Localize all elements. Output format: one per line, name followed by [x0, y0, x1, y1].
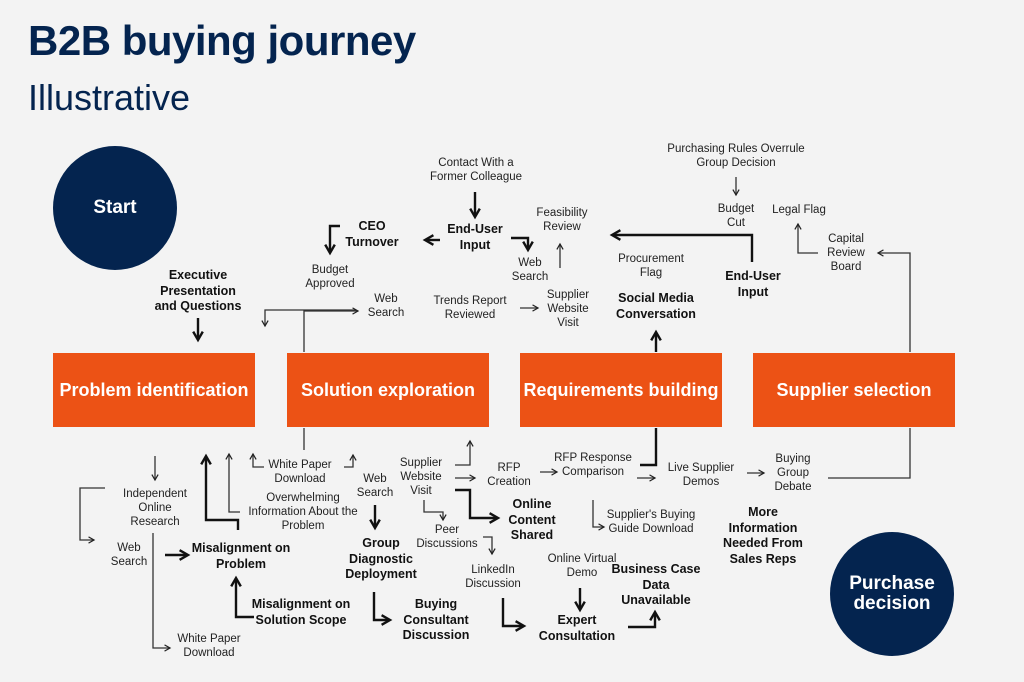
- purchase-decision-node: Purchase decision: [830, 532, 954, 656]
- node-trends-report: Trends Report Reviewed: [433, 295, 507, 321]
- node-social-media: Social Media Conversation: [616, 291, 696, 321]
- node-ceo-turnover: CEO Turnover: [345, 219, 399, 249]
- node-web-search-below: Web Search: [356, 473, 394, 499]
- node-executive-presentation: Executive Presentation and Questions: [154, 268, 242, 313]
- connector: [794, 222, 818, 254]
- node-capital-review: Capital Review Board: [827, 233, 865, 273]
- stage-supplier-selection: Supplier selection: [753, 353, 955, 427]
- connector: [455, 488, 501, 524]
- node-end-user-input-1: End-User Input: [447, 222, 503, 252]
- node-business-case: Business Case Data Unavailable: [611, 562, 701, 607]
- connector: [628, 609, 661, 629]
- node-procurement-flag: Procurement Flag: [618, 253, 684, 279]
- node-end-user-input-2: End-User Input: [725, 269, 781, 299]
- connector: [152, 533, 172, 652]
- connector: [876, 249, 911, 352]
- connector: [344, 453, 357, 468]
- node-online-demo: Online Virtual Demo: [547, 553, 617, 579]
- connector: [230, 575, 254, 619]
- node-legal-flag: Legal Flag: [772, 204, 826, 216]
- connector: [261, 309, 356, 328]
- node-buying-group-debate: Buying Group Debate: [774, 453, 812, 493]
- node-expert-consultation: Expert Consultation: [538, 613, 616, 643]
- node-more-info: More Information Needed From Sales Reps: [723, 505, 803, 566]
- node-overwhelming-info: Overwhelming Information About the Probl…: [248, 492, 358, 532]
- page-subtitle: Illustrative: [28, 77, 191, 118]
- node-web-search-left: Web Search: [110, 542, 148, 568]
- node-web-search-top: Web Search: [367, 293, 405, 319]
- stage-solution-exploration: Solution exploration: [287, 353, 489, 427]
- connector: [200, 453, 240, 530]
- connector: [511, 236, 534, 253]
- node-supplier-website-below: Supplier Website Visit: [399, 457, 443, 497]
- node-purchasing-rules: Purchasing Rules Overrule Group Decision: [667, 143, 805, 169]
- node-web-search-mid: Web Search: [511, 257, 549, 283]
- connector: [324, 224, 340, 256]
- node-independent-research: Independent Online Research: [123, 488, 187, 528]
- connector: [225, 452, 240, 513]
- node-peer-discussions: Peer Discussions: [416, 524, 478, 550]
- node-supplier-website-top: Supplier Website Visit: [546, 289, 590, 329]
- connector: [249, 452, 264, 468]
- node-rfp-creation: RFP Creation: [487, 462, 531, 488]
- connector: [79, 487, 105, 544]
- node-contact-former-colleague: Contact With a Former Colleague: [429, 157, 523, 183]
- node-misalignment-problem: Misalignment on Problem: [191, 541, 291, 571]
- connector: [423, 500, 447, 522]
- connector: [640, 428, 658, 467]
- node-white-paper-mid: White Paper Download: [268, 459, 332, 485]
- connector: [592, 500, 606, 531]
- node-budget-cut: Budget Cut: [717, 203, 755, 229]
- page-title: B2B buying journey: [28, 17, 416, 64]
- node-white-paper-left: White Paper Download: [177, 633, 241, 659]
- node-linkedin-discussion: LinkedIn Discussion: [465, 564, 521, 590]
- node-suppliers-guide: Supplier's Buying Guide Download: [606, 509, 696, 535]
- node-misalignment-scope: Misalignment on Solution Scope: [251, 597, 351, 627]
- node-online-content: Online Content Shared: [508, 497, 556, 542]
- connector: [372, 592, 393, 626]
- connector: [501, 598, 527, 632]
- node-budget-approved: Budget Approved: [305, 264, 355, 290]
- node-rfp-comparison: RFP Response Comparison: [554, 452, 632, 478]
- node-feasibility-review: Feasibility Review: [536, 207, 588, 233]
- stage-problem-identification: Problem identification: [53, 353, 255, 427]
- node-group-diagnostic: Group Diagnostic Deployment: [345, 536, 417, 581]
- connector: [455, 439, 474, 466]
- node-live-demos: Live Supplier Demos: [667, 462, 735, 488]
- connector: [828, 428, 911, 479]
- node-buying-consultant: Buying Consultant Discussion: [402, 597, 470, 642]
- connector: [609, 229, 754, 262]
- connector: [303, 307, 360, 352]
- start-node: Start: [53, 146, 177, 270]
- stage-requirements-building: Requirements building: [520, 353, 722, 427]
- connector: [483, 536, 496, 556]
